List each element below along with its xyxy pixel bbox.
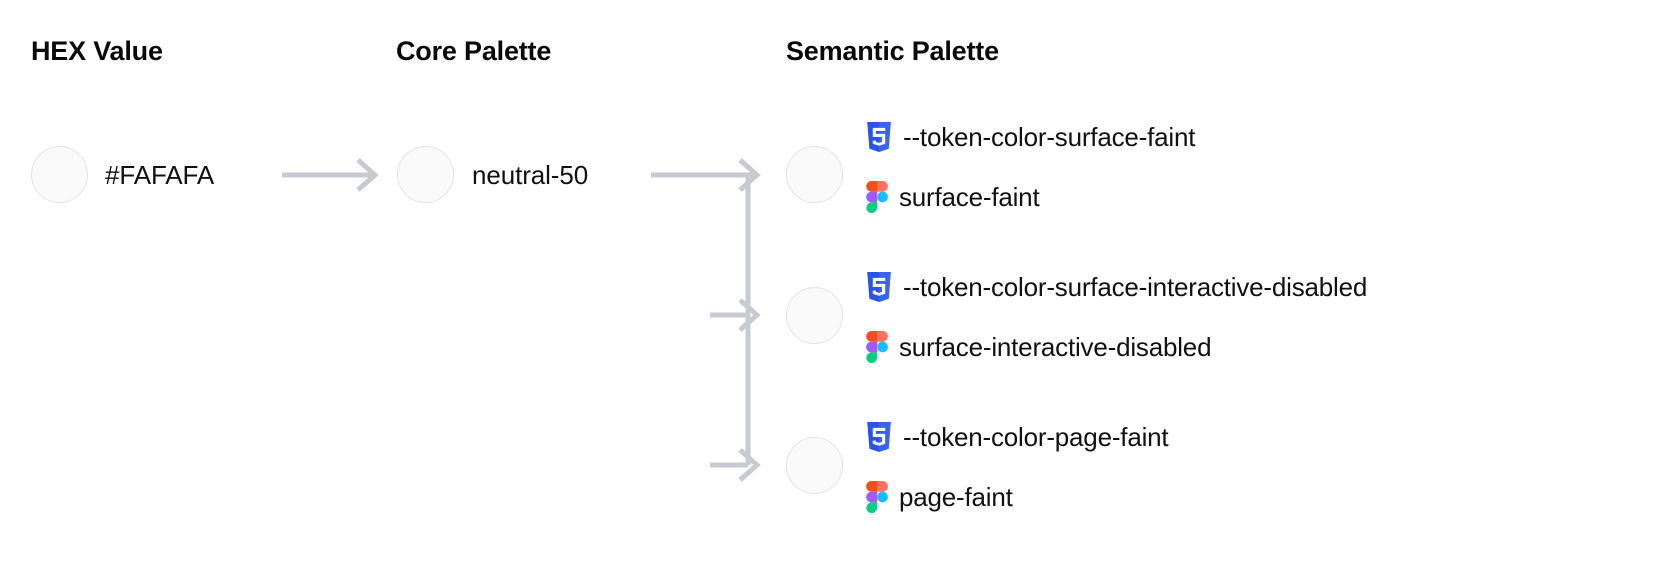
row-spacer	[866, 306, 1367, 328]
css3-icon	[866, 272, 892, 302]
column-heading-core-palette: Core Palette	[396, 36, 552, 66]
core-palette-label: neutral-50	[472, 160, 589, 190]
css3-icon	[866, 122, 892, 152]
swatch-hex-value	[31, 146, 88, 203]
css3-icon	[866, 422, 892, 452]
swatch-core-palette	[397, 146, 454, 203]
swatch-semantic-0	[786, 146, 843, 203]
css-token-label: --token-color-surface-faint	[903, 122, 1196, 152]
css-token-label: --token-color-page-faint	[903, 422, 1169, 452]
figma-icon	[866, 181, 888, 213]
figma-token-label: surface-interactive-disabled	[899, 332, 1212, 362]
column-heading-semantic-palette: Semantic Palette	[786, 36, 999, 66]
figma-icon	[866, 331, 888, 363]
figma-token-label: page-faint	[899, 482, 1013, 512]
figma-token-line: page-faint	[866, 478, 1168, 516]
column-heading-hex-value: HEX Value	[31, 36, 163, 66]
css-token-label: --token-color-surface-interactive-disabl…	[903, 272, 1368, 302]
hex-value-label: #FAFAFA	[105, 160, 215, 190]
swatch-semantic-1	[786, 287, 843, 344]
figma-token-line: surface-interactive-disabled	[866, 328, 1367, 366]
row-spacer	[866, 456, 1168, 478]
figma-token-label: surface-faint	[899, 182, 1040, 212]
css-token-line: --token-color-page-faint	[866, 418, 1169, 456]
semantic-row: --token-color-page-faint page-faint	[866, 418, 1169, 516]
css-token-line: --token-color-surface-interactive-disabl…	[866, 268, 1367, 306]
semantic-row: --token-color-surface-faint surface-fain…	[866, 118, 1195, 216]
figma-icon	[866, 481, 888, 513]
semantic-row: --token-color-surface-interactive-disabl…	[866, 268, 1367, 366]
swatch-semantic-2	[786, 437, 843, 494]
css-token-line: --token-color-surface-faint	[866, 118, 1195, 156]
figma-token-line: surface-faint	[866, 178, 1195, 216]
row-spacer	[866, 156, 1195, 178]
